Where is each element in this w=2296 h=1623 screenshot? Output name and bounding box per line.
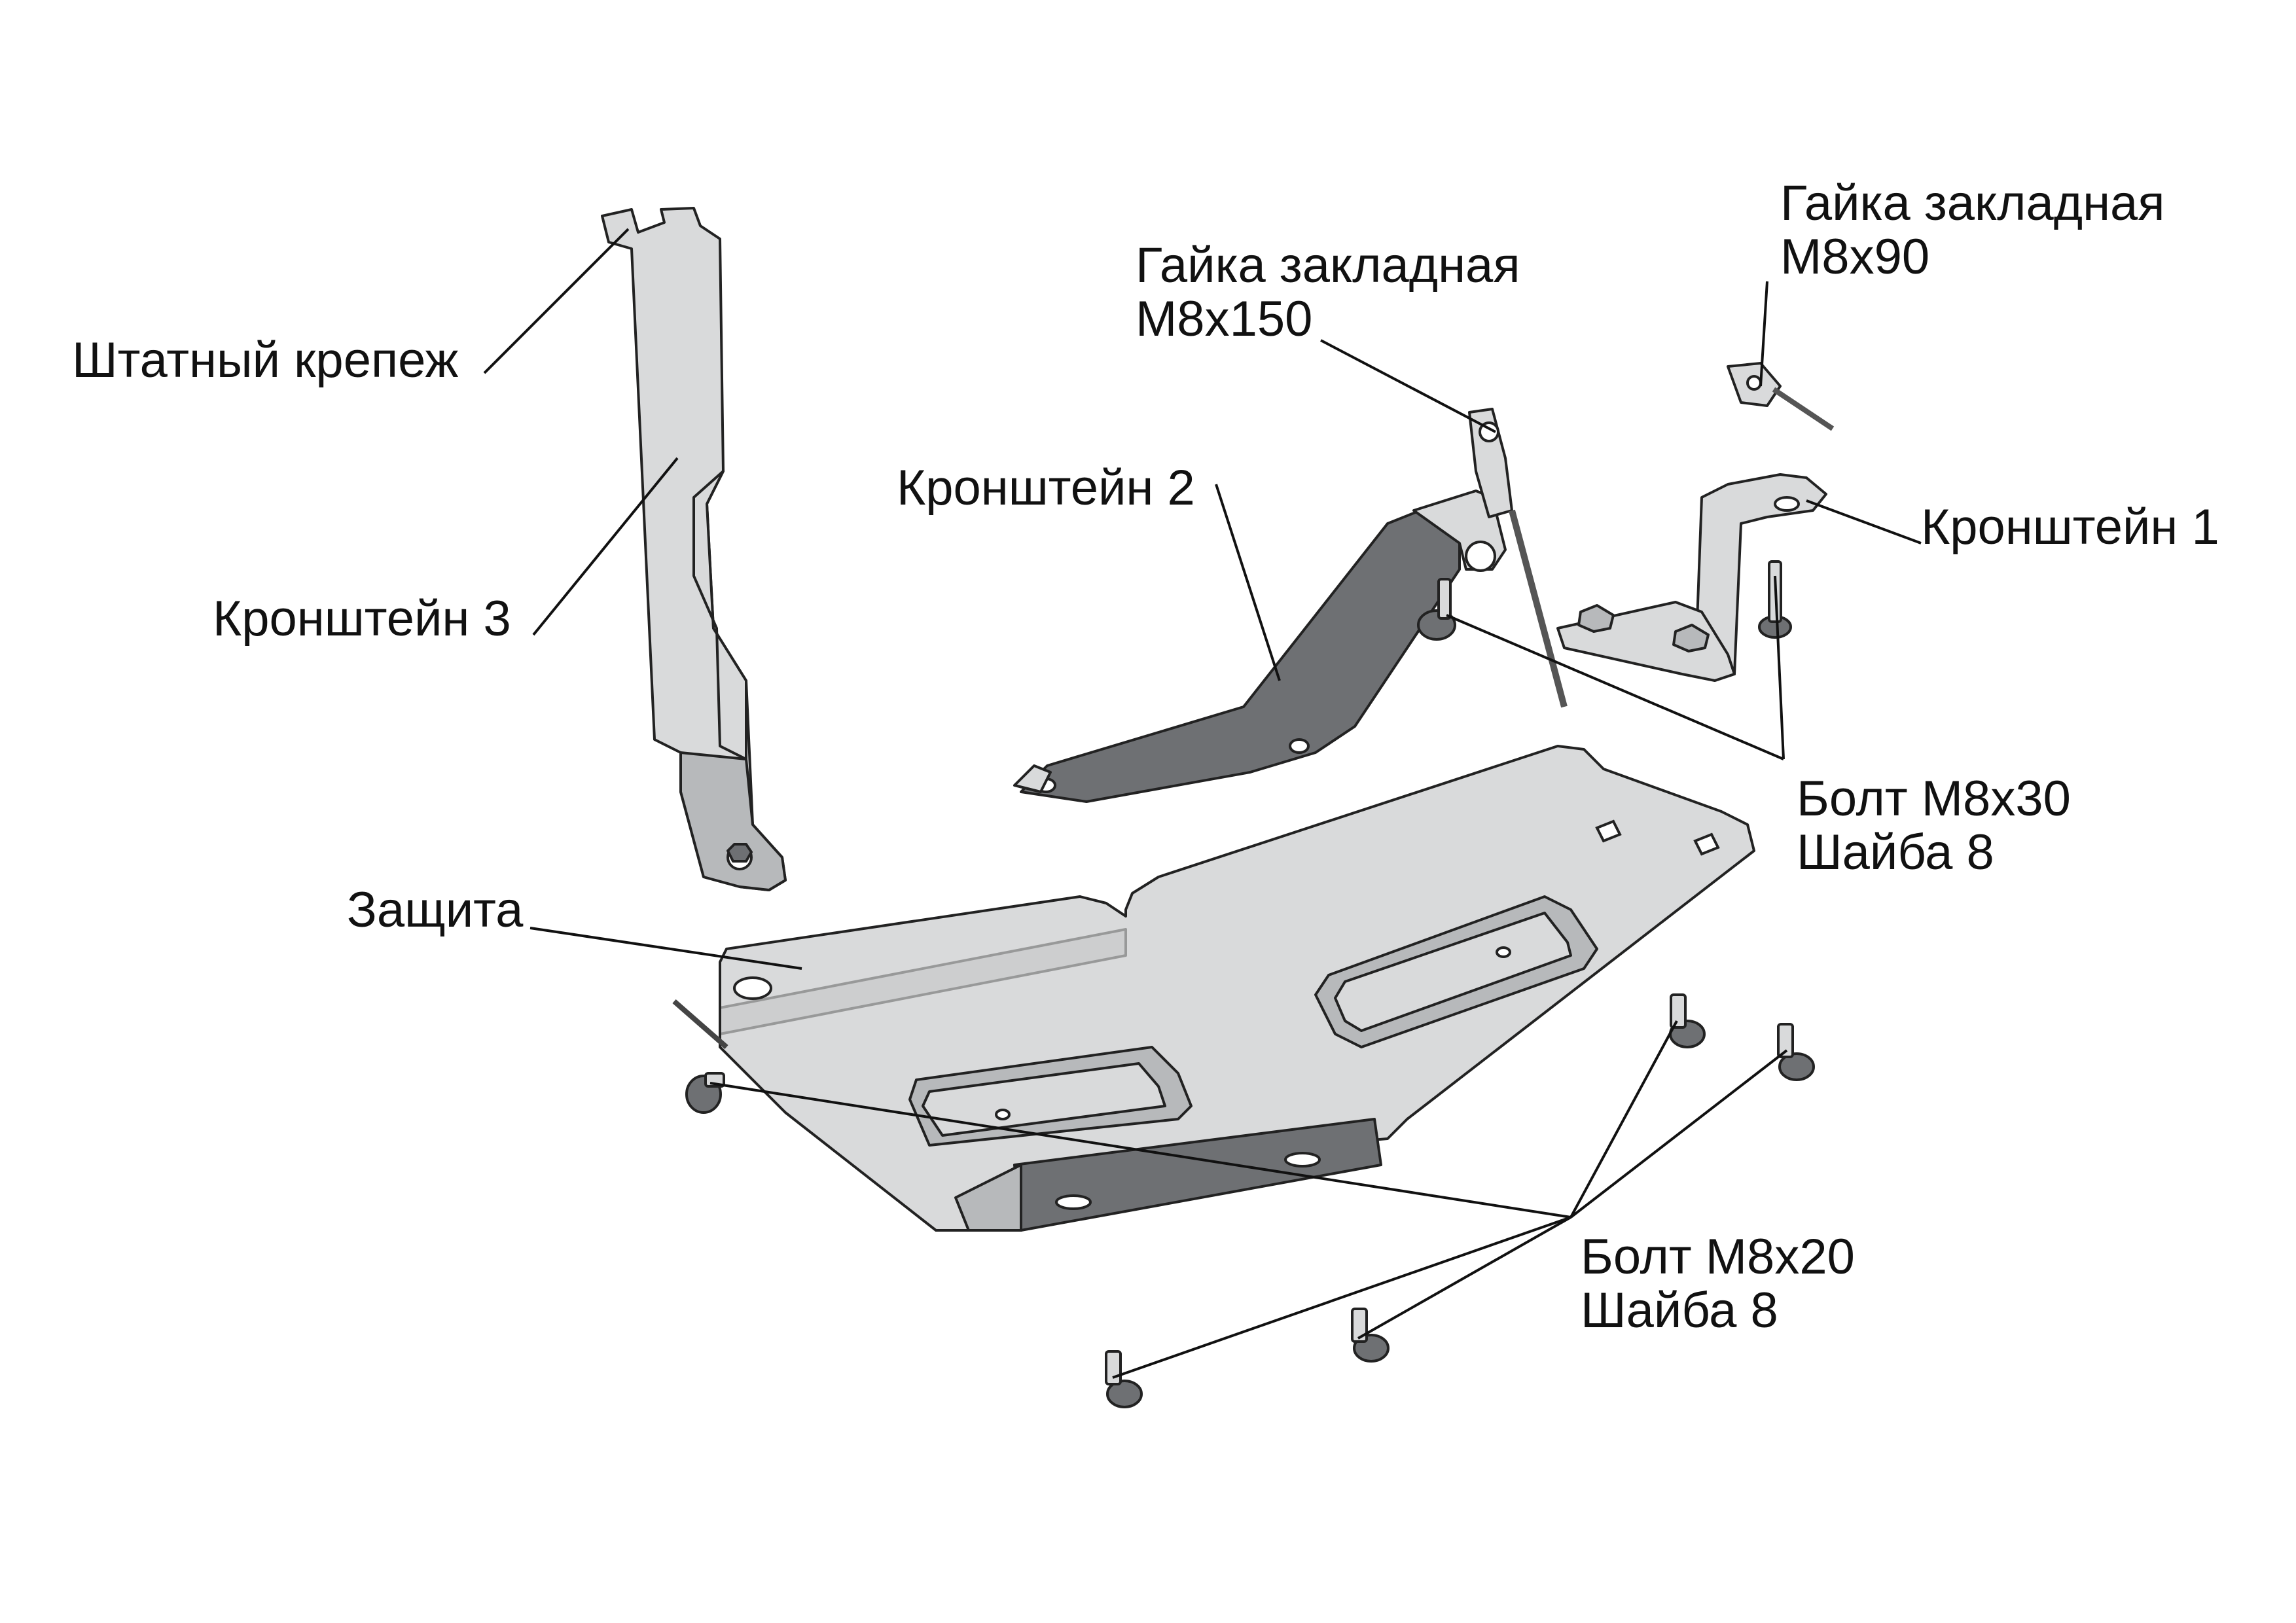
label-embedded-nut-m8x90: Гайка закладная М8х90 <box>1780 177 2164 284</box>
bracket-3 <box>601 207 787 891</box>
bolt-m8x20-e <box>1105 1350 1143 1408</box>
bracket-2 <box>1013 490 1507 803</box>
label-embedded-nut-m8x150: Гайка закладная М8х150 <box>1136 239 1520 346</box>
label-embedded-nut-m8x90-line2: М8х90 <box>1780 229 1930 285</box>
bolt-m8x20-b <box>1669 993 1706 1048</box>
label-bracket-1: Кронштейн 1 <box>1921 499 2219 555</box>
embedded-nut-m8x150 <box>1468 408 1568 708</box>
label-bracket-2: Кронштейн 2 <box>897 460 1195 516</box>
label-bolt-m8x20-line2: Шайба 8 <box>1581 1283 1778 1338</box>
label-bolt-m8x30-line1: Болт М8х30 <box>1797 771 2071 827</box>
label-bolt-m8x20-line1: Болт М8х20 <box>1581 1229 1855 1285</box>
bolt-m8x20-a <box>685 1072 725 1114</box>
label-bolt-m8x30: Болт М8х30 Шайба 8 <box>1797 772 2071 880</box>
bolt-m8x20-d <box>1351 1308 1390 1363</box>
label-bolt-m8x30-line2: Шайба 8 <box>1797 825 1994 880</box>
label-bolt-m8x20: Болт М8х20 Шайба 8 <box>1581 1230 1855 1338</box>
bolt-m8x30-b <box>1758 560 1792 639</box>
label-standard-fastener: Штатный крепеж <box>72 332 459 388</box>
label-bracket-3: Кронштейн 3 <box>213 591 511 647</box>
skid-plate <box>672 745 1755 1232</box>
bolt-m8x30-a <box>1417 578 1456 641</box>
label-embedded-nut-m8x90-line1: Гайка закладная <box>1780 175 2165 231</box>
bolt-m8x20-c <box>1777 1023 1815 1081</box>
bracket-1 <box>1556 473 1827 682</box>
leader-lines <box>483 228 1922 1379</box>
label-embedded-nut-m8x150-line1: Гайка закладная <box>1136 238 1520 293</box>
label-skid-plate: Защита <box>347 882 524 938</box>
embedded-nut-m8x90 <box>1727 362 1835 431</box>
label-embedded-nut-m8x150-line2: М8х150 <box>1136 291 1313 347</box>
